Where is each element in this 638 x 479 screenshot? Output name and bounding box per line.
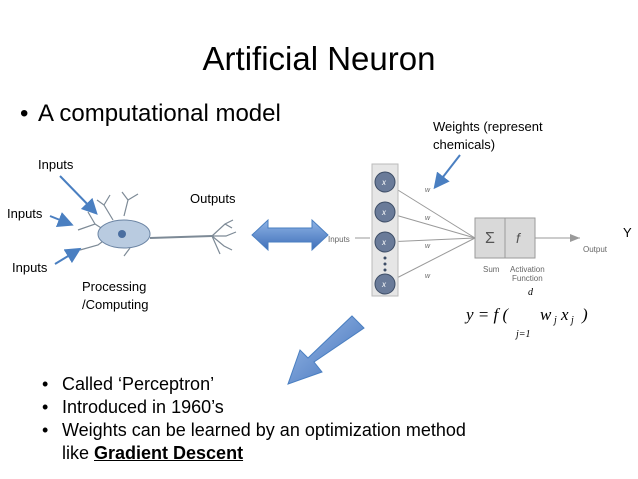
- perceptron-diagram: Inputs Output Σ f Sum Activation Functio…: [328, 163, 608, 297]
- bullet-dot: •: [42, 420, 49, 440]
- node-x-2: x: [381, 208, 387, 217]
- biological-neuron-diagram: [77, 191, 237, 257]
- weight-label-1: w: [425, 187, 431, 194]
- main-bullet: • A computational model: [20, 100, 281, 128]
- formula-x-subscript: j: [571, 315, 574, 326]
- arrow-inputs-bottom: [54, 247, 82, 265]
- formula-upper: d: [528, 287, 533, 298]
- perceptron-output-label: Output: [583, 245, 608, 254]
- gradient-descent-term: Gradient Descent: [94, 443, 244, 463]
- main-bullet-text: A computational model: [38, 100, 281, 127]
- weights-label-line-2: chemicals): [433, 137, 496, 152]
- processing-line-1: Processing: [82, 279, 147, 294]
- formula-w-subscript: j: [554, 315, 557, 326]
- double-arrow-icon: [251, 218, 329, 252]
- perceptron-bullet-list: • Called ‘Perceptron’ • Introduced in 1960…: [42, 373, 466, 465]
- processing-line-2: /Computing: [82, 297, 149, 312]
- bullet-item: • Weights can be learned by an optimizati…: [42, 419, 466, 442]
- bullet-item: • Called ‘Perceptron’: [42, 373, 466, 396]
- arrow-inputs-left: [49, 212, 74, 227]
- weights-label-line-1: Weights (represent: [433, 119, 543, 134]
- formula-x: x: [561, 305, 569, 324]
- bullet-text: Called ‘Perceptron’: [62, 374, 215, 394]
- slide-title: Artificial Neuron: [202, 40, 436, 77]
- neuron-label-inputs-left: Inputs: [7, 206, 43, 221]
- weight-label-2: w: [425, 215, 431, 222]
- neuron-label-processing: Processing /Computing: [82, 278, 148, 314]
- sum-symbol: Σ: [485, 230, 495, 247]
- formula-rparen: ): [582, 305, 588, 324]
- weight-label-4: w: [425, 273, 431, 280]
- neuron-label-inputs-bottom: Inputs: [12, 260, 48, 275]
- bullet-item-continuation: like Gradient Descent: [42, 442, 466, 465]
- formula-lower: j=1: [516, 329, 531, 340]
- perceptron-inputs-label: Inputs: [328, 235, 350, 244]
- weight-label-3: w: [425, 243, 431, 250]
- weights-label: Weights (represent chemicals): [433, 118, 543, 154]
- bullet-item: • Introduced in 1960’s: [42, 396, 466, 419]
- node-x-3: x: [381, 238, 387, 247]
- f-symbol: f: [516, 230, 522, 246]
- sum-label: Sum: [483, 265, 500, 274]
- output-y-label: Y: [623, 225, 632, 240]
- diagonal-arrow-icon: [287, 315, 365, 385]
- arrow-inputs-top: [59, 175, 98, 215]
- bullet-text: Weights can be learned by an optimizatio…: [62, 420, 466, 440]
- neuron-label-inputs-top: Inputs: [38, 157, 74, 172]
- bullet-dot: •: [42, 374, 49, 394]
- activation-label-1: Activation: [510, 265, 545, 274]
- activation-label-2: Function: [512, 274, 543, 283]
- bullet-dot: •: [42, 397, 49, 417]
- formula-lhs: y = f (: [466, 305, 509, 324]
- neuron-label-outputs: Outputs: [190, 191, 236, 206]
- formula-w: w: [540, 305, 552, 324]
- node-x-1: x: [381, 178, 387, 187]
- bullet-cont-text: like: [62, 443, 95, 463]
- arrow-weights: [433, 154, 461, 190]
- node-x-4: x: [381, 280, 387, 289]
- bullet-dot: •: [20, 100, 29, 127]
- bullet-text: Introduced in 1960’s: [62, 397, 224, 417]
